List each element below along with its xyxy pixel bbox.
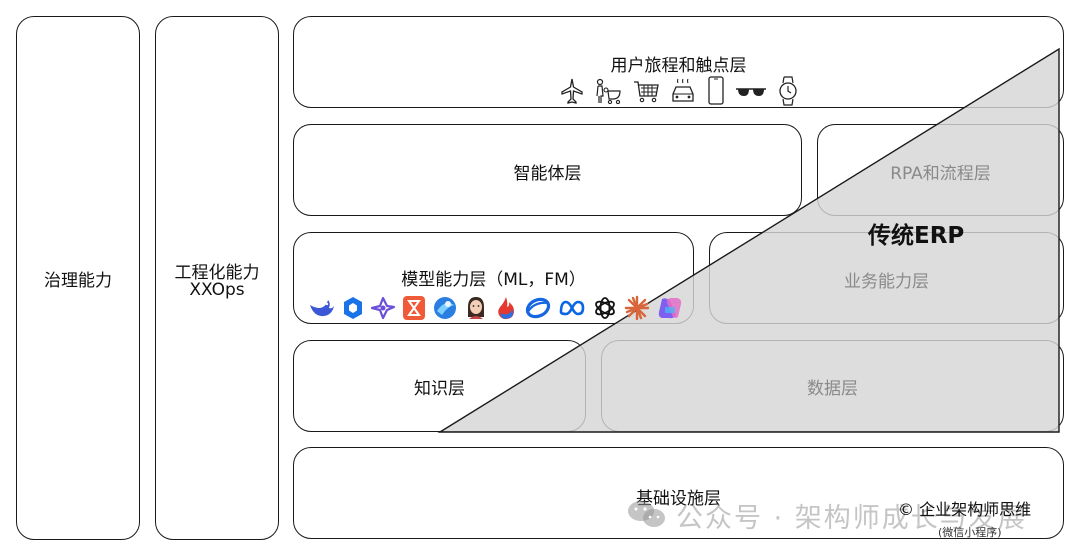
wechat-icon <box>628 501 665 527</box>
rpa-layer-title: RPA和流程层 <box>890 164 991 184</box>
model-logos <box>308 294 684 322</box>
agent-layer <box>293 124 802 216</box>
pinwheel-logo <box>370 295 396 321</box>
governance-column <box>16 16 140 540</box>
meta-logo <box>558 295 586 321</box>
touchpoint-layer-title: 用户旅程和触点层 <box>610 56 747 76</box>
family-stroller-icon <box>593 77 623 105</box>
governance-label: 治理能力 <box>44 271 112 291</box>
engineering-label: 工程化能力 <box>174 263 260 283</box>
orb-logo <box>432 295 458 321</box>
ring-logo <box>524 295 552 321</box>
phone-icon <box>706 76 726 106</box>
watermark-text: 公众号 · 架构师成长与发展 <box>676 503 1027 534</box>
touchpoint-icons <box>560 76 800 106</box>
data-layer-title: 数据层 <box>807 379 858 399</box>
engineering-sublabel: XXOps <box>189 280 245 300</box>
mini-program-text: (微信小程序) <box>938 526 1002 539</box>
hourglass-logo <box>402 295 426 321</box>
glasses-icon <box>735 77 767 105</box>
openai-logo <box>592 295 618 321</box>
touchpoint-layer <box>293 16 1064 108</box>
traditional-erp-label: 传统ERP <box>868 223 965 249</box>
shopping-cart-icon <box>632 77 660 105</box>
watch-icon <box>776 76 800 106</box>
avatar-logo <box>464 295 488 321</box>
infra-layer-title: 基础设施层 <box>636 489 721 509</box>
airplane-icon <box>560 77 584 105</box>
cube-logo <box>342 295 364 321</box>
copilot-logo <box>656 295 684 321</box>
starburst-logo <box>624 295 650 321</box>
engineering-column <box>155 16 279 540</box>
deepseek-logo <box>308 295 336 321</box>
flame-logo <box>494 295 518 321</box>
business-layer-title: 业务能力层 <box>844 272 929 292</box>
infra-layer <box>293 447 1064 539</box>
car-icon <box>669 77 697 105</box>
agent-layer-title: 智能体层 <box>513 164 582 184</box>
knowledge-layer-title: 知识层 <box>414 379 465 399</box>
model-layer-title: 模型能力层（ML，FM） <box>401 270 586 290</box>
copyright-text: © 企业架构师思维 <box>898 500 1032 519</box>
